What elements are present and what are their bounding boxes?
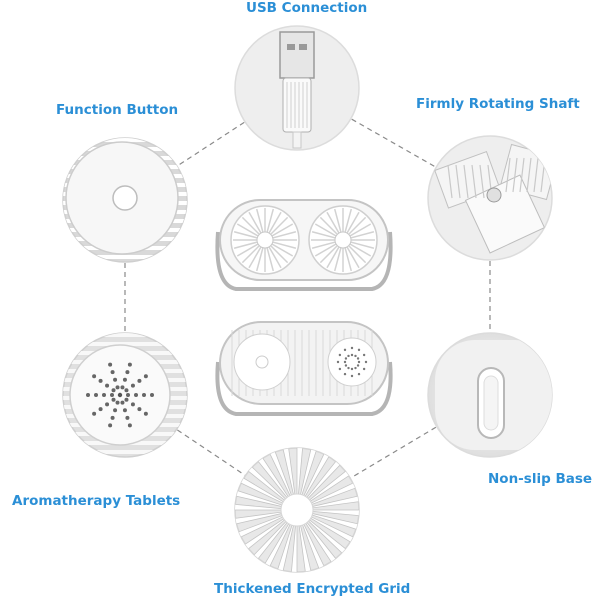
hinge-icon — [434, 143, 552, 254]
power-button-icon — [112, 185, 138, 211]
non-slip-base-detail-circle — [427, 332, 553, 458]
rotating-shaft-detail-circle — [427, 135, 553, 261]
label-function-button: Function Button — [56, 102, 179, 118]
fan-grill — [230, 205, 378, 275]
grid-detail-circle — [234, 447, 360, 573]
function-button-detail-circle — [62, 137, 188, 263]
usb-plug-icon — [279, 31, 315, 149]
label-aromatherapy: Aromatherapy Tablets — [12, 493, 181, 509]
fan-blade-icon — [235, 448, 359, 572]
aromatherapy-detail-circle — [62, 332, 188, 458]
usb-detail-circle — [234, 25, 360, 151]
label-encrypted-grid: Thickened Encrypted Grid — [214, 581, 411, 597]
label-rotating-shaft: Firmly Rotating Shaft — [416, 96, 580, 112]
product-fan-top — [215, 199, 393, 291]
product-fan-bottom — [215, 321, 393, 416]
connector-lines — [124, 87, 491, 511]
aroma-pad-icon — [86, 362, 154, 428]
label-usb-connection: USB Connection — [246, 0, 368, 16]
label-non-slip-base: Non-slip Base — [488, 471, 593, 487]
